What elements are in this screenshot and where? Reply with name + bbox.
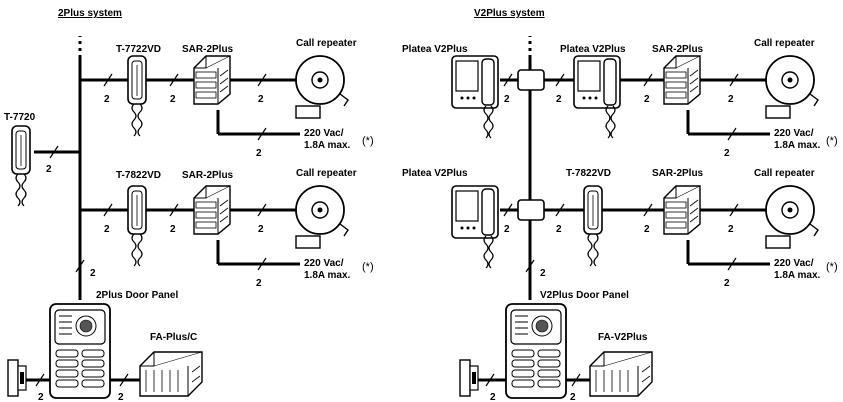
left-power-top-line1: 220 Vac/	[304, 128, 344, 139]
svg-text:2: 2	[556, 94, 562, 105]
svg-text:2: 2	[170, 94, 176, 105]
svg-text:2: 2	[104, 94, 110, 105]
left-sar-relay-top	[193, 55, 231, 105]
right-power-bottom-line1: 220 Vac/	[774, 258, 814, 269]
svg-text:2: 2	[256, 278, 262, 289]
svg-text:2: 2	[540, 268, 546, 279]
svg-text:2: 2	[90, 268, 96, 279]
svg-text:2: 2	[490, 392, 496, 402]
right-door-lock	[459, 359, 479, 397]
right-platea-top-1	[451, 55, 499, 139]
left-t7720-label: T-7720	[4, 112, 36, 123]
left-power-bottom-line2: 1.8A max.	[304, 270, 351, 281]
left-t7822vd-phone	[127, 185, 147, 267]
left-door-lock	[7, 359, 27, 397]
right-platea-top-2-label: Platea V2Plus	[560, 44, 626, 55]
right-door-panel	[505, 303, 567, 399]
left-power-supply	[139, 351, 203, 397]
svg-text:2: 2	[556, 224, 562, 235]
right-relay-top-label: SAR-2Plus	[652, 44, 704, 55]
right-wire-ticks	[485, 73, 739, 387]
left-wire-ticks	[35, 73, 267, 387]
right-platea-top-2	[573, 55, 621, 139]
left-sar-relay-bottom	[193, 185, 231, 235]
left-door-panel	[49, 303, 111, 399]
right-power-bottom-line2: 1.8A max.	[774, 270, 821, 281]
right-sar-relay-top	[663, 55, 701, 105]
svg-text:2: 2	[504, 224, 510, 235]
svg-text:2: 2	[258, 94, 264, 105]
right-psu-label: FA-V2Plus	[598, 332, 648, 343]
svg-text:2: 2	[256, 148, 262, 159]
right-asterisk-bottom: (*)	[826, 261, 838, 273]
left-wire-counts: 2 2 2 2 2 2 2 2 2 2 2 2	[38, 94, 264, 402]
svg-text:2: 2	[570, 392, 576, 402]
svg-text:2: 2	[724, 278, 730, 289]
svg-text:2: 2	[644, 94, 650, 105]
svg-text:2: 2	[504, 94, 510, 105]
right-asterisk-top: (*)	[826, 135, 838, 147]
left-repeater-top-label: Call repeater	[296, 38, 357, 49]
right-power-top-line1: 220 Vac/	[774, 128, 814, 139]
right-system: V2Plus system	[402, 8, 838, 402]
left-t7722vd-label: T-7722VD	[116, 44, 161, 55]
right-bus	[472, 58, 770, 382]
left-psu-label: FA-Plus/C	[150, 332, 197, 343]
left-asterisk-top: (*)	[362, 135, 374, 147]
right-sar-relay-bottom	[663, 185, 701, 235]
svg-text:2: 2	[104, 224, 110, 235]
right-power-top-line2: 1.8A max.	[774, 140, 821, 151]
right-bell-top	[765, 55, 819, 119]
right-repeater-bottom-label: Call repeater	[754, 168, 815, 179]
right-platea-bottom-label: Platea V2Plus	[402, 168, 468, 179]
left-relay-bottom-label: SAR-2Plus	[182, 170, 234, 181]
right-repeater-top-label: Call repeater	[754, 38, 815, 49]
left-bell-bottom	[295, 185, 349, 249]
right-title: V2Plus system	[474, 8, 545, 19]
left-power-bottom-line1: 220 Vac/	[304, 258, 344, 269]
right-bell-bottom	[765, 185, 819, 249]
right-t7822vd-phone	[583, 185, 603, 267]
svg-text:2: 2	[258, 224, 264, 235]
left-title: 2Plus system	[58, 8, 122, 19]
left-bell-top	[295, 55, 349, 119]
left-t7822vd-label: T-7822VD	[116, 170, 161, 181]
right-platea-top-1-label: Platea V2Plus	[402, 44, 468, 55]
right-door-panel-label: V2Plus Door Panel	[540, 290, 629, 301]
svg-text:2: 2	[46, 164, 52, 175]
svg-text:2: 2	[728, 94, 734, 105]
right-platea-bottom	[451, 185, 499, 269]
left-repeater-bottom-label: Call repeater	[296, 168, 357, 179]
svg-text:2: 2	[170, 224, 176, 235]
right-power-supply	[589, 351, 653, 397]
right-relay-bottom-label: SAR-2Plus	[652, 168, 704, 179]
left-t7720-phone	[11, 125, 31, 207]
right-wire-counts: 2 2 2 2 2 2 2 2 2 2 2 2 2	[490, 94, 734, 402]
left-door-panel-label: 2Plus Door Panel	[96, 290, 178, 301]
right-t7822vd-label: T-7822VD	[566, 168, 611, 179]
left-system: 2Plus system	[4, 8, 374, 402]
svg-text:2: 2	[724, 148, 730, 159]
left-relay-top-label: SAR-2Plus	[182, 44, 234, 55]
svg-text:2: 2	[38, 392, 44, 402]
left-t7722vd-phone	[127, 55, 147, 137]
left-asterisk-bottom: (*)	[362, 261, 374, 273]
right-distributor-bottom	[517, 199, 545, 221]
right-distributor-top	[517, 69, 545, 91]
svg-text:2: 2	[644, 224, 650, 235]
svg-text:2: 2	[118, 392, 124, 402]
svg-text:2: 2	[728, 224, 734, 235]
left-power-top-line2: 1.8A max.	[304, 140, 351, 151]
